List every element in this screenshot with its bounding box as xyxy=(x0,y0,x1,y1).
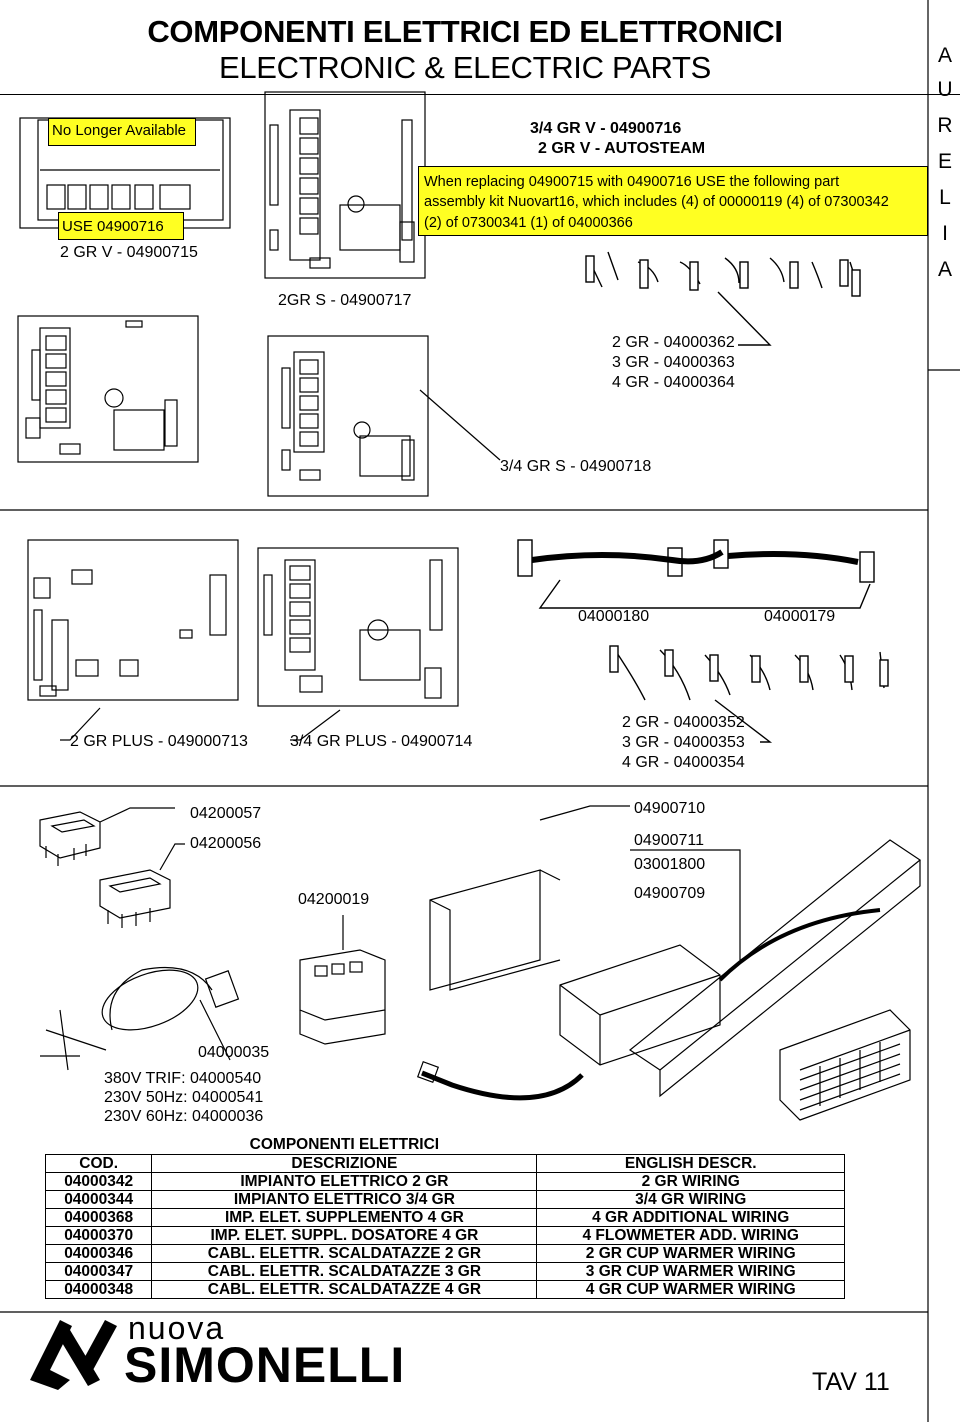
part-label: 04900709 xyxy=(634,885,706,902)
capacitor-variant: 230V 60Hz: 04000036 xyxy=(104,1108,264,1125)
cable-label: 4 GR - 04000354 xyxy=(622,754,745,771)
col-header: COD. xyxy=(44,1153,153,1173)
board-34gr-plus-drawing xyxy=(257,547,459,741)
cable-label: 04000179 xyxy=(764,608,836,625)
table-caption-row: COMPONENTI ELETTRICI xyxy=(46,1136,845,1154)
replacement-notice-line: When replacing 04900715 with 04900716 US… xyxy=(424,174,840,190)
side-letter: A xyxy=(937,44,952,67)
col-header: DESCRIZIONE xyxy=(151,1153,538,1173)
board-34gr-s-drawing xyxy=(267,335,501,497)
replacement-notice-line: assembly kit Nuovart16, which includes (… xyxy=(424,194,889,210)
side-letter: I xyxy=(942,222,948,245)
cell-desc: CABL. ELETTR. SCALDATAZZE 3 GR xyxy=(151,1261,538,1281)
cell-en: 3 GR CUP WARMER WIRING xyxy=(536,1261,845,1281)
table-row: 04000347 CABL. ELETTR. SCALDATAZZE 3 GR … xyxy=(44,1261,845,1281)
flowmeter-box-drawing xyxy=(416,849,881,1101)
part-label: 04200056 xyxy=(190,835,262,852)
capacitor-variant: 380V TRIF: 04000540 xyxy=(104,1070,262,1087)
bracket-drawing xyxy=(429,805,630,991)
board-label: 2 GR V - AUTOSTEAM xyxy=(538,140,706,157)
use-replacement-text: USE 04900716 xyxy=(62,218,164,235)
cell-desc: IMPIANTO ELETTRICO 2 GR xyxy=(151,1171,538,1191)
replacement-notice xyxy=(418,166,928,236)
use-replacement-badge xyxy=(58,212,184,240)
side-letter: R xyxy=(937,114,953,137)
no-longer-available-badge xyxy=(48,118,196,146)
cell-code: 04000370 xyxy=(44,1225,153,1245)
page-title-en: ELECTRONIC & ELECTRIC PARTS xyxy=(218,50,712,85)
cell-desc: IMP. ELET. SUPPL. DOSATORE 4 GR xyxy=(151,1225,538,1245)
cell-desc: CABL. ELETTR. SCALDATAZZE 4 GR xyxy=(151,1279,538,1299)
side-letter: L xyxy=(939,186,951,209)
cell-en: 4 GR ADDITIONAL WIRING xyxy=(536,1207,845,1227)
cell-code: 04000368 xyxy=(44,1207,153,1227)
board-label: 2 GR V - 04900715 xyxy=(60,244,198,261)
brand-nuova: nuova xyxy=(128,1310,226,1346)
cell-en: 4 FLOWMETER ADD. WIRING xyxy=(536,1225,845,1245)
cell-code: 04000342 xyxy=(44,1171,153,1191)
ribbon-cables-180-179 xyxy=(517,539,875,609)
part-label: 04900711 xyxy=(634,832,704,849)
board-label: 2GR S - 04900717 xyxy=(278,292,412,309)
cell-desc: IMP. ELET. SUPPLEMENTO 4 GR xyxy=(151,1207,538,1227)
cell-en: 3/4 GR WIRING xyxy=(536,1189,845,1209)
board-label: 2 GR PLUS - 049000713 xyxy=(70,733,248,750)
brand-simonelli: SIMONELLI xyxy=(124,1337,406,1393)
page-title-it: COMPONENTI ELETTRICI ED ELETTRONICI xyxy=(147,14,783,49)
no-longer-available-text: No Longer Available xyxy=(52,122,186,139)
part-label: 04200019 xyxy=(298,891,370,908)
replacement-notice-line: (2) of 07300341 (1) of 04000366 xyxy=(424,215,633,231)
table-row: 04000348 CABL. ELETTR. SCALDATAZZE 4 GR … xyxy=(44,1279,845,1299)
table-row: 04000342 IMPIANTO ELETTRICO 2 GR 2 GR WI… xyxy=(44,1171,845,1191)
rocker-switches xyxy=(39,807,185,928)
parts-table: COMPONENTI ELETTRICI COD. DESCRIZIONE EN… xyxy=(44,1136,845,1299)
cable-label: 2 GR - 04000362 xyxy=(612,334,735,351)
header-frame xyxy=(0,0,960,95)
board-label: 3/4 GR S - 04900718 xyxy=(500,458,652,475)
table-header-row: COD. DESCRIZIONE ENGLISH DESCR. xyxy=(44,1153,845,1173)
part-label: 04000035 xyxy=(198,1044,270,1061)
cell-en: 4 GR CUP WARMER WIRING xyxy=(536,1279,845,1299)
side-letter: U xyxy=(937,78,953,101)
table-row: 04000346 CABL. ELETTR. SCALDATAZZE 2 GR … xyxy=(44,1243,845,1263)
board-lower-left-drawing xyxy=(17,315,199,463)
ribbon-cables-b xyxy=(609,645,889,743)
cell-en: 2 GR CUP WARMER WIRING xyxy=(536,1243,845,1263)
capacitor-variant: 230V 50Hz: 04000541 xyxy=(104,1089,264,1106)
board-2gr-s-drawing xyxy=(264,91,426,279)
board-label: 3/4 GR PLUS - 04900714 xyxy=(290,733,473,750)
capacitor-drawing xyxy=(40,966,240,1071)
cable-label: 3 GR - 04000353 xyxy=(622,734,745,751)
side-letter: E xyxy=(937,150,952,173)
cable-label: 3 GR - 04000363 xyxy=(612,354,735,371)
cell-code: 04000347 xyxy=(44,1261,153,1281)
cell-code: 04000344 xyxy=(44,1189,153,1209)
cell-code: 04000348 xyxy=(44,1279,153,1299)
table-row: 04000370 IMP. ELET. SUPPL. DOSATORE 4 GR… xyxy=(44,1225,845,1245)
board-label: 3/4 GR V - 04900716 xyxy=(530,120,682,137)
control-panel-strip xyxy=(628,839,922,1098)
col-header: ENGLISH DESCR. xyxy=(536,1153,845,1173)
ribbon-cables-a xyxy=(585,251,861,346)
cable-label: 04000180 xyxy=(578,608,650,625)
cell-en: 2 GR WIRING xyxy=(536,1171,845,1191)
heating-grid-drawing xyxy=(779,1009,911,1121)
part-label: 04200057 xyxy=(190,805,262,822)
cable-label: 4 GR - 04000364 xyxy=(612,374,735,391)
table-row: 04000368 IMP. ELET. SUPPLEMENTO 4 GR 4 G… xyxy=(44,1207,845,1227)
cell-code: 04000346 xyxy=(44,1243,153,1263)
table-caption: COMPONENTI ELETTRICI xyxy=(249,1136,440,1154)
board-2gr-plus-drawing xyxy=(27,539,239,741)
page-number: TAV 11 xyxy=(812,1368,890,1396)
side-letter: A xyxy=(937,258,952,281)
table-row: 04000344 IMPIANTO ELETTRICO 3/4 GR 3/4 G… xyxy=(44,1189,845,1209)
simonelli-logo-mark xyxy=(30,1320,117,1390)
part-label: 03001800 xyxy=(634,856,706,873)
part-label: 04900710 xyxy=(634,800,706,817)
cell-desc: IMPIANTO ELETTRICO 3/4 GR xyxy=(151,1189,538,1209)
cable-label: 2 GR - 04000352 xyxy=(622,714,745,731)
contactor-drawing xyxy=(299,915,386,1045)
cell-desc: CABL. ELETTR. SCALDATAZZE 2 GR xyxy=(151,1243,538,1263)
